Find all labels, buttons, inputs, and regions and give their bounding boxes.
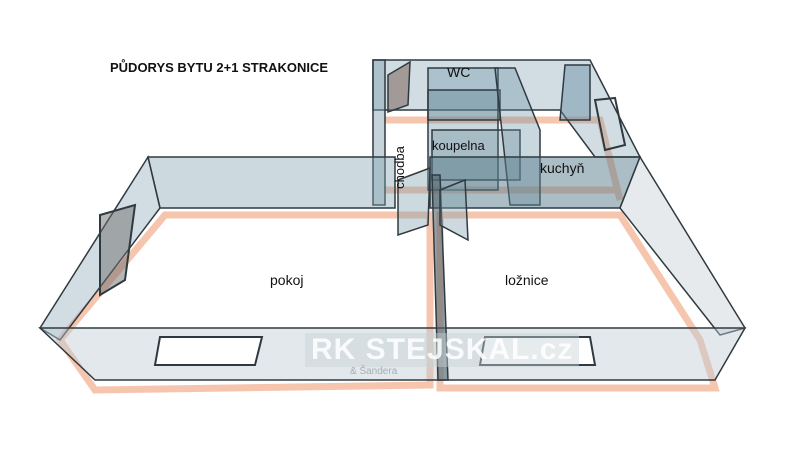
room-label-pokoj: pokoj [270,272,304,288]
door [439,178,469,242]
page-title: PŮDORYS BYTU 2+1 STRAKONICE [110,60,329,75]
room-label-kuchyn: kuchyň [540,160,585,176]
pokoj-front-window [153,336,264,366]
room-label-wc: WC [447,64,471,80]
door [387,60,411,114]
watermark-sub: & Šandera [350,366,398,377]
room-label-loznice: ložnice [505,272,549,288]
partition-wall [431,174,449,381]
pokoj-window [99,203,137,297]
room-label-chodba: chodba [391,146,407,189]
walls [38,59,747,381]
kitchen-window [593,96,627,152]
pokoj-back-wall [147,156,396,209]
kitchen-cabinet [559,64,591,121]
room-label-koupelna: koupelna [432,138,485,153]
loznice-front-window [478,336,597,366]
door [397,166,431,237]
watermark-logo: RK STEJSKAL.cz [305,333,580,367]
loznice-right-wall [619,155,747,336]
